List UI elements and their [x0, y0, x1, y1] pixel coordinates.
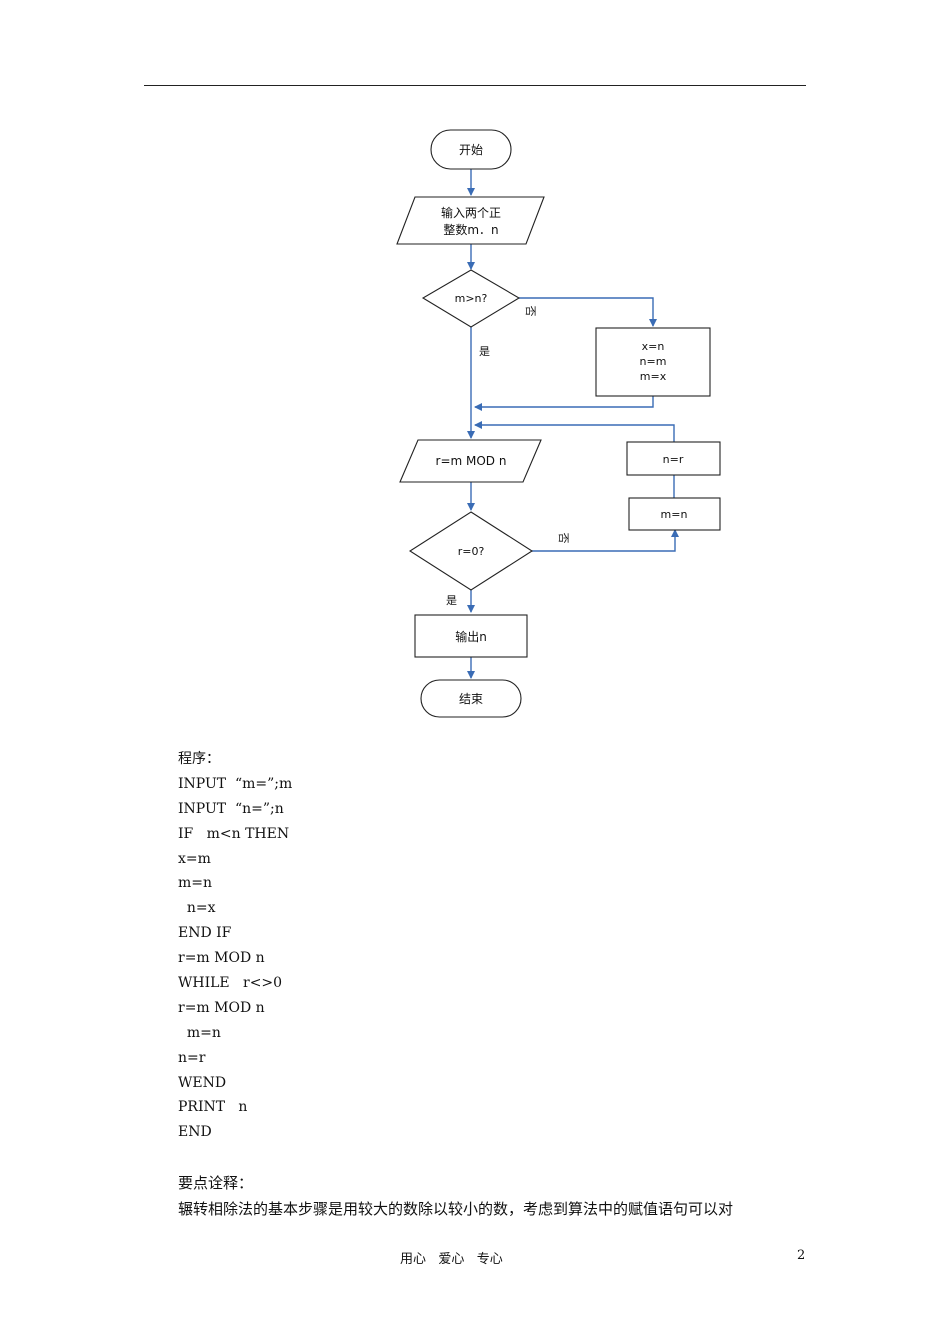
arrow-cond2-no	[532, 529, 679, 552]
start-label: 开始	[459, 143, 483, 157]
end-label: 结束	[459, 692, 483, 706]
input-label-2: 整数m．n	[443, 222, 498, 237]
program-line: n=r	[178, 1049, 206, 1066]
notes-text: 辗转相除法的基本步骤是用较大的数除以较小的数，考虑到算法中的赋值语句可以对	[178, 1200, 734, 1218]
cond1-label: m>n?	[455, 292, 488, 305]
start-terminal	[430, 129, 512, 170]
program-line: WEND	[178, 1074, 227, 1091]
flow-connectors	[467, 169, 679, 679]
program-line: END IF	[178, 925, 232, 942]
program-line: m=n	[178, 1024, 221, 1041]
footer-motto: 用心 爱心 专心	[400, 1252, 503, 1267]
program-heading: 程序：	[178, 751, 220, 767]
assign-n-box	[626, 441, 721, 476]
cond1-diamond	[421, 269, 521, 328]
header-rule	[144, 85, 806, 86]
program-line: END	[178, 1124, 212, 1141]
program-line: INPUT “n=”;n	[178, 800, 284, 817]
program-line: x=m	[178, 850, 211, 867]
program-line: n=x	[178, 900, 216, 917]
arrow-cond1-no	[519, 297, 657, 327]
input-parallelogram	[396, 196, 545, 245]
euclid-flowchart: 开始 输入两个正 整数m．n m>n? 否 是 x=n n=m m=x r=m …	[396, 129, 721, 718]
swap-line-1: x=n	[642, 340, 665, 353]
program-line: WHILE r<>0	[178, 975, 283, 992]
program-line: r=m MOD n	[178, 999, 265, 1016]
page-number: 2	[797, 1248, 806, 1263]
swap-line-3: m=x	[640, 370, 667, 383]
cond1-no-label: 否	[524, 306, 537, 317]
output-box	[414, 614, 528, 658]
assign-m-label: m=n	[661, 508, 688, 521]
flow-shapes	[396, 129, 721, 718]
page-footer: 用心 爱心 专心 2	[0, 1248, 950, 1268]
assign-m-box	[628, 497, 721, 531]
output-label: 输出n	[455, 629, 487, 644]
cond2-diamond	[408, 511, 534, 591]
input-label-1: 输入两个正	[441, 205, 501, 220]
cond2-no-label: 否	[557, 533, 570, 544]
end-terminal	[420, 679, 522, 718]
arrow-loop-back	[474, 421, 675, 444]
mod-label: r=m MOD n	[436, 454, 507, 468]
program-line: PRINT n	[178, 1099, 248, 1116]
notes-heading: 要点诠释：	[178, 1174, 254, 1192]
program-line: m=n	[178, 875, 213, 892]
program-line: IF m<n THEN	[178, 825, 290, 842]
cond2-label: r=0?	[458, 545, 485, 558]
mod-parallelogram	[399, 439, 542, 483]
flow-labels: 开始 输入两个正 整数m．n m>n? 否 是 x=n n=m m=x r=m …	[436, 143, 688, 706]
swap-box	[595, 327, 711, 397]
assign-n-label: n=r	[663, 453, 684, 466]
arrow-swap-return	[474, 396, 654, 411]
cond1-yes-label: 是	[479, 345, 490, 358]
cond2-yes-label: 是	[446, 594, 457, 607]
program-line: INPUT “m=”;m	[178, 775, 293, 792]
program-block: 程序： INPUT “m=”;m INPUT “n=”;n IF m<n THE…	[178, 747, 292, 1145]
notes-section: 要点诠释： 辗转相除法的基本步骤是用较大的数除以较小的数，考虑到算法中的赋值语句…	[178, 1170, 818, 1222]
swap-line-2: n=m	[640, 355, 667, 368]
program-line: r=m MOD n	[178, 950, 265, 967]
